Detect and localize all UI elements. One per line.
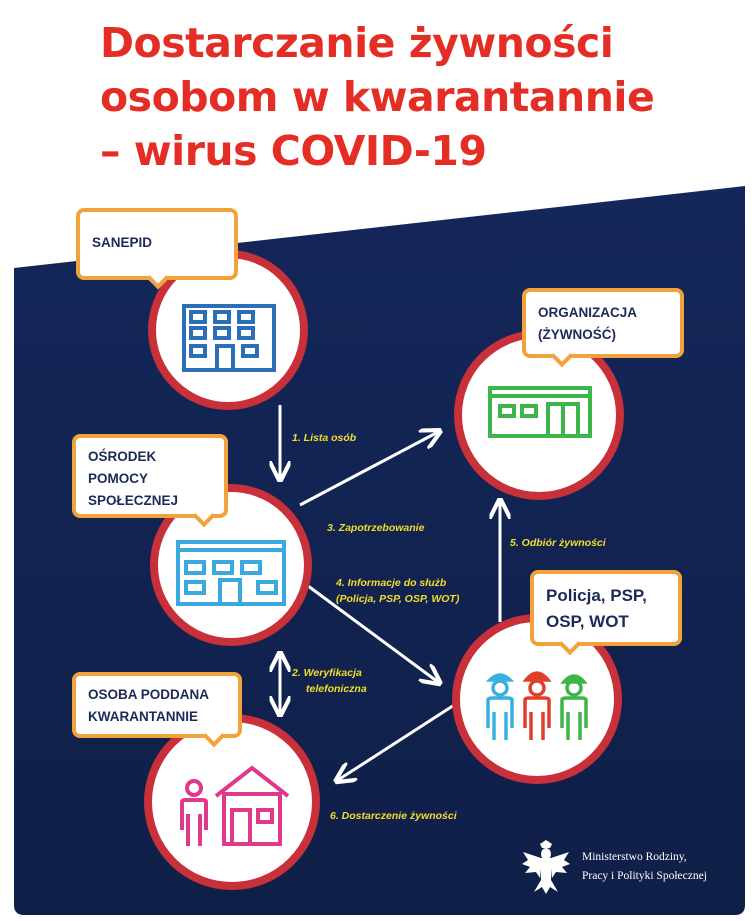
step-5-label: 5. Odbiór żywności (510, 537, 606, 549)
osrodek-callout: OŚRODEK POMOCY SPOŁECZNEJ (72, 434, 228, 528)
title-line-3: – wirus COVID-19 (100, 127, 487, 175)
organizacja-label-line-1: ORGANIZACJA (538, 305, 638, 320)
person-house-icon (180, 765, 290, 846)
police-officer-icon (485, 673, 515, 740)
sanepid-building-icon (182, 304, 276, 372)
arrow-step-3 (299, 432, 438, 507)
sanepid-callout: SANEPID (76, 208, 238, 290)
title-line-2: osobom w kwarantannie (100, 73, 655, 121)
osrodek-label-line-3: SPOŁECZNEJ (88, 493, 179, 508)
sluzby-callout: Policja, PSP, OSP, WOT (530, 570, 682, 656)
sluzby-label-line-2: OSP, WOT (546, 612, 629, 631)
osrodek-label-line-1: OŚRODEK (88, 449, 157, 464)
osoba-circle (144, 714, 320, 890)
services-people-icon (485, 671, 588, 740)
step-2-label: 2. Weryfikacja telefoniczna (292, 665, 367, 697)
shop-icon (488, 386, 592, 438)
osoba-label-line-1: OSOBA PODDANA (88, 687, 210, 702)
arrow-step-6 (338, 698, 463, 780)
ministry-name: Ministerstwo Rodziny, Pracy i Polityki S… (582, 848, 707, 886)
organizacja-label-line-2: (ŻYWNOŚĆ) (538, 327, 616, 342)
page-title: Dostarczanie żywności osobom w kwarantan… (100, 16, 740, 178)
eagle-emblem-icon (522, 840, 570, 894)
step-2-label-line-2: telefoniczna (306, 683, 367, 695)
ministry-name-line-1: Ministerstwo Rodziny, (582, 851, 687, 863)
osoba-label-line-2: KWARANTANNIE (88, 709, 198, 724)
step-3-label: 3. Zapotrzebowanie (327, 522, 425, 534)
step-6-label: 6. Dostarczenie żywności (330, 810, 457, 822)
sanepid-label: SANEPID (92, 235, 153, 250)
ministry-name-line-2: Pracy i Polityki Społecznej (582, 870, 707, 882)
organizacja-callout: ORGANIZACJA (ŻYWNOŚĆ) (522, 288, 684, 368)
firefighter-icon (522, 671, 552, 740)
soldier-icon (560, 674, 588, 740)
step-4-label-line-2: (Policja, PSP, OSP, WOT) (336, 593, 460, 605)
osrodek-label-line-2: POMOCY (88, 471, 149, 486)
osrodek-building-icon (176, 540, 286, 606)
step-4-label-line-1: 4. Informacje do służb (336, 577, 447, 589)
step-2-label-line-1: 2. Weryfikacja (292, 667, 362, 679)
arrow-step-4 (299, 578, 438, 682)
sluzby-label-line-1: Policja, PSP, (546, 586, 647, 605)
step-1-label: 1. Lista osób (292, 432, 357, 444)
osoba-callout: OSOBA PODDANA KWARANTANNIE (72, 672, 242, 748)
step-4-label: 4. Informacje do służb (Policja, PSP, OS… (336, 575, 459, 607)
title-line-1: Dostarczanie żywności (100, 19, 614, 67)
